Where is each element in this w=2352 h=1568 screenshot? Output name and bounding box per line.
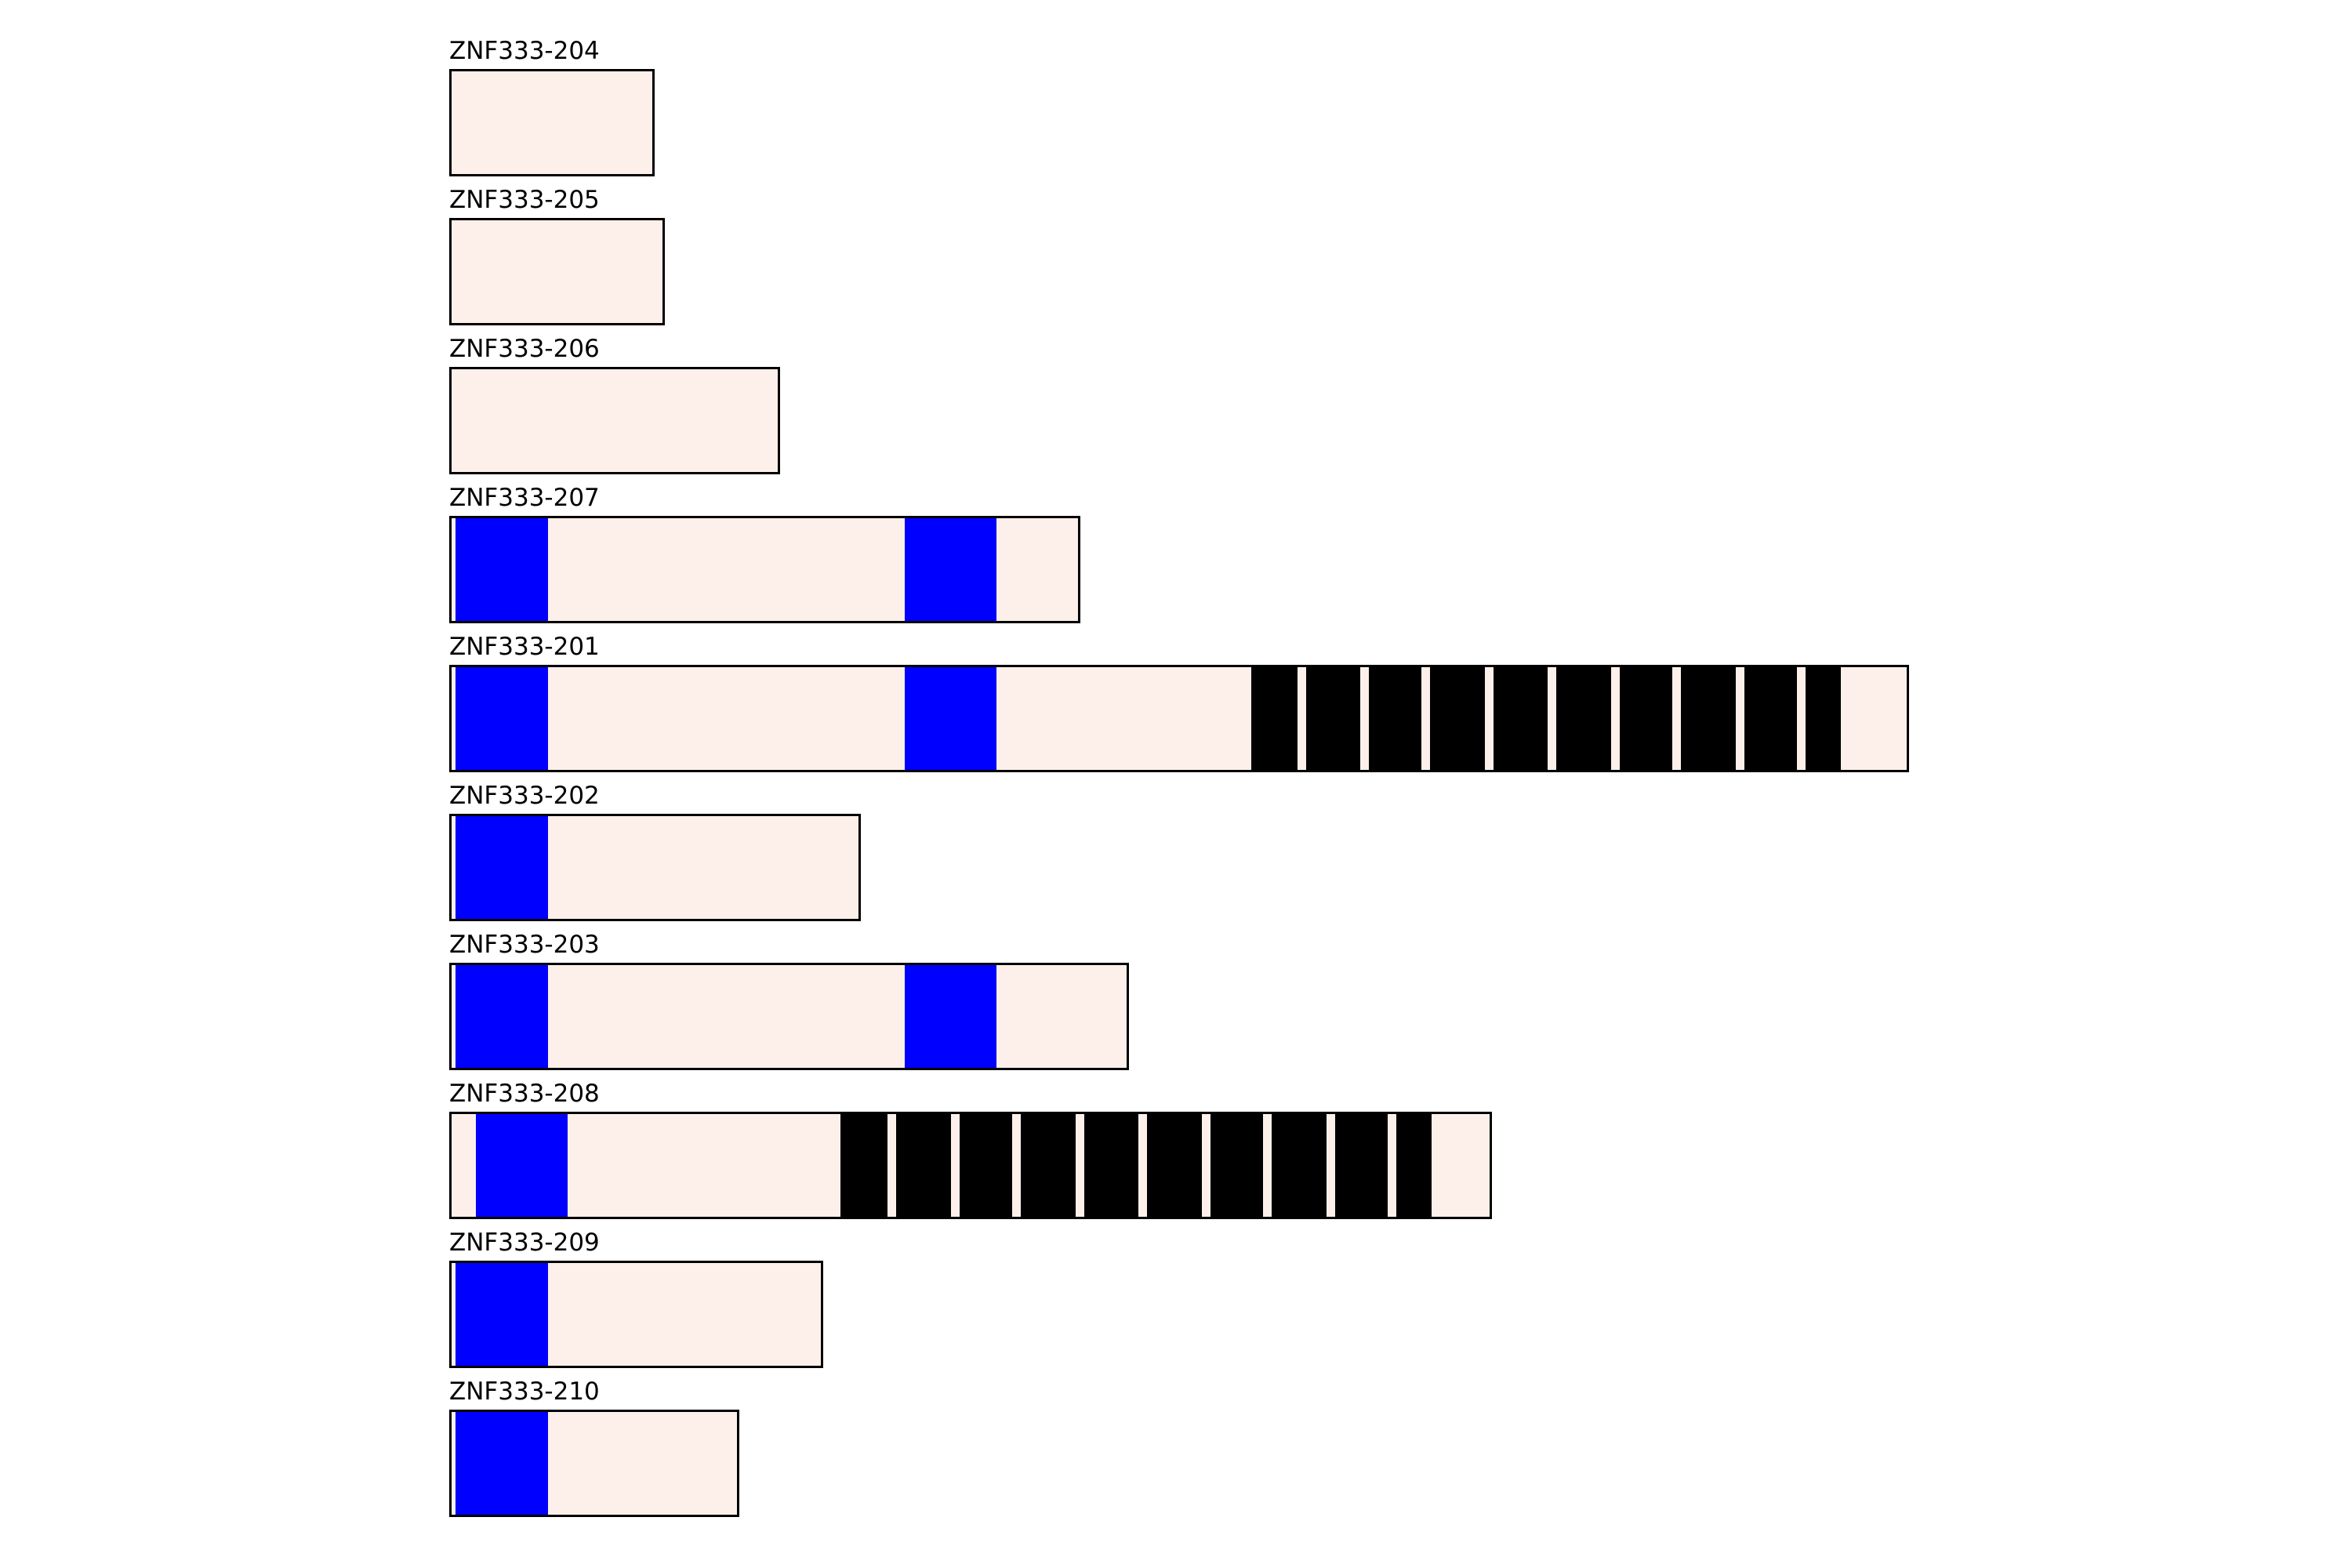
transcript-segment-utr — [548, 965, 905, 1068]
transcript-segment-utr — [452, 220, 662, 323]
transcript-segment-utr — [452, 71, 652, 174]
transcript-label-znf333-206: ZNF333-206 — [449, 335, 600, 363]
transcript-segment-utr — [548, 518, 905, 621]
transcript-segment-exon — [1369, 667, 1421, 770]
transcript-segment-blue — [456, 1412, 548, 1515]
transcript-segment-utr — [452, 1114, 476, 1217]
transcript-segment-exon — [1335, 1114, 1388, 1217]
transcript-label-znf333-202: ZNF333-202 — [449, 782, 600, 810]
transcript-segment-utr — [1432, 1114, 1490, 1217]
transcript-segment-blue — [456, 1263, 548, 1366]
transcript-segment-blue — [905, 667, 996, 770]
transcript-segment-exon — [1430, 667, 1485, 770]
transcript-segment-exon — [1021, 1114, 1076, 1217]
transcript-segment-utr — [548, 1263, 821, 1366]
transcript-label-znf333-201: ZNF333-201 — [449, 633, 600, 661]
transcript-box-znf333-202[interactable] — [449, 814, 861, 921]
transcript-label-znf333-204: ZNF333-204 — [449, 37, 600, 65]
transcript-box-znf333-204[interactable] — [449, 69, 655, 176]
transcript-segment-utr — [452, 816, 456, 919]
transcript-segment-utr — [452, 667, 456, 770]
transcript-segment-exon — [1251, 667, 1298, 770]
transcript-segment-exon — [1744, 667, 1797, 770]
transcript-segment-exon — [1272, 1114, 1327, 1217]
transcript-segment-utr — [548, 667, 905, 770]
transcript-segment-utr — [452, 369, 778, 472]
transcript-segment-utr — [452, 965, 456, 1068]
transcript-segment-exon — [1806, 667, 1841, 770]
transcript-segment-blue — [456, 667, 548, 770]
transcript-segment-exon — [1681, 667, 1736, 770]
transcript-label-znf333-205: ZNF333-205 — [449, 186, 600, 214]
transcript-segment-exon — [1084, 1114, 1138, 1217]
transcript-box-znf333-203[interactable] — [449, 963, 1129, 1070]
transcript-label-znf333-209: ZNF333-209 — [449, 1229, 600, 1257]
transcript-segment-exon — [1494, 667, 1548, 770]
transcript-segment-exon — [1556, 667, 1611, 770]
transcript-segment-blue — [476, 1114, 568, 1217]
transcript-segment-utr — [548, 1412, 737, 1515]
transcript-box-znf333-207[interactable] — [449, 516, 1080, 623]
transcript-segment-blue — [905, 518, 996, 621]
transcript-box-znf333-206[interactable] — [449, 367, 780, 474]
transcript-label-znf333-203: ZNF333-203 — [449, 931, 600, 959]
transcript-segment-utr — [452, 518, 456, 621]
transcript-segment-exon — [960, 1114, 1012, 1217]
transcript-segment-utr — [548, 816, 858, 919]
transcript-label-znf333-208: ZNF333-208 — [449, 1080, 600, 1108]
transcript-box-znf333-209[interactable] — [449, 1261, 823, 1368]
transcript-segment-utr — [568, 1114, 840, 1217]
transcript-segment-exon — [1396, 1114, 1432, 1217]
transcript-segment-exon — [1147, 1114, 1202, 1217]
transcript-box-znf333-210[interactable] — [449, 1410, 739, 1517]
transcript-segment-utr — [996, 965, 1127, 1068]
transcript-box-znf333-201[interactable] — [449, 665, 1909, 772]
transcript-segment-utr — [452, 1412, 456, 1515]
transcript-segment-utr — [996, 518, 1078, 621]
transcript-segment-exon — [896, 1114, 951, 1217]
transcript-segment-utr — [996, 667, 1251, 770]
transcript-box-znf333-208[interactable] — [449, 1112, 1492, 1219]
transcript-label-znf333-210: ZNF333-210 — [449, 1377, 600, 1406]
transcript-box-znf333-205[interactable] — [449, 218, 665, 325]
transcript-segment-utr — [1841, 667, 1907, 770]
transcript-segment-blue — [456, 518, 548, 621]
transcript-label-znf333-207: ZNF333-207 — [449, 484, 600, 512]
transcript-segment-blue — [456, 816, 548, 919]
transcript-segment-exon — [1306, 667, 1360, 770]
transcript-segment-exon — [1620, 667, 1672, 770]
transcript-segment-utr — [452, 1263, 456, 1366]
transcript-segment-blue — [905, 965, 996, 1068]
transcript-segment-exon — [1210, 1114, 1263, 1217]
transcript-segment-blue — [456, 965, 548, 1068]
transcript-segment-exon — [840, 1114, 887, 1217]
